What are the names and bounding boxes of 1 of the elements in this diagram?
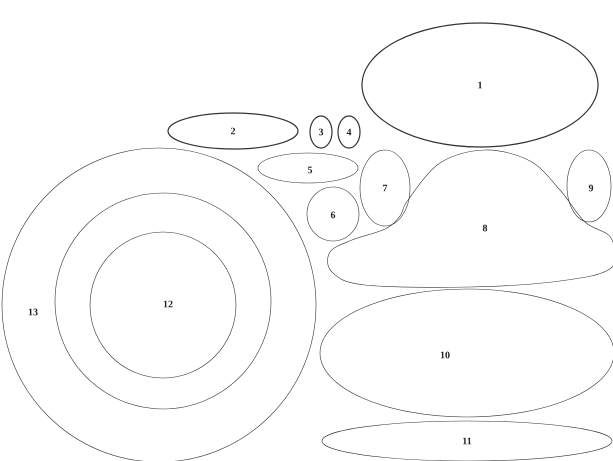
ring: [54, 192, 272, 410]
